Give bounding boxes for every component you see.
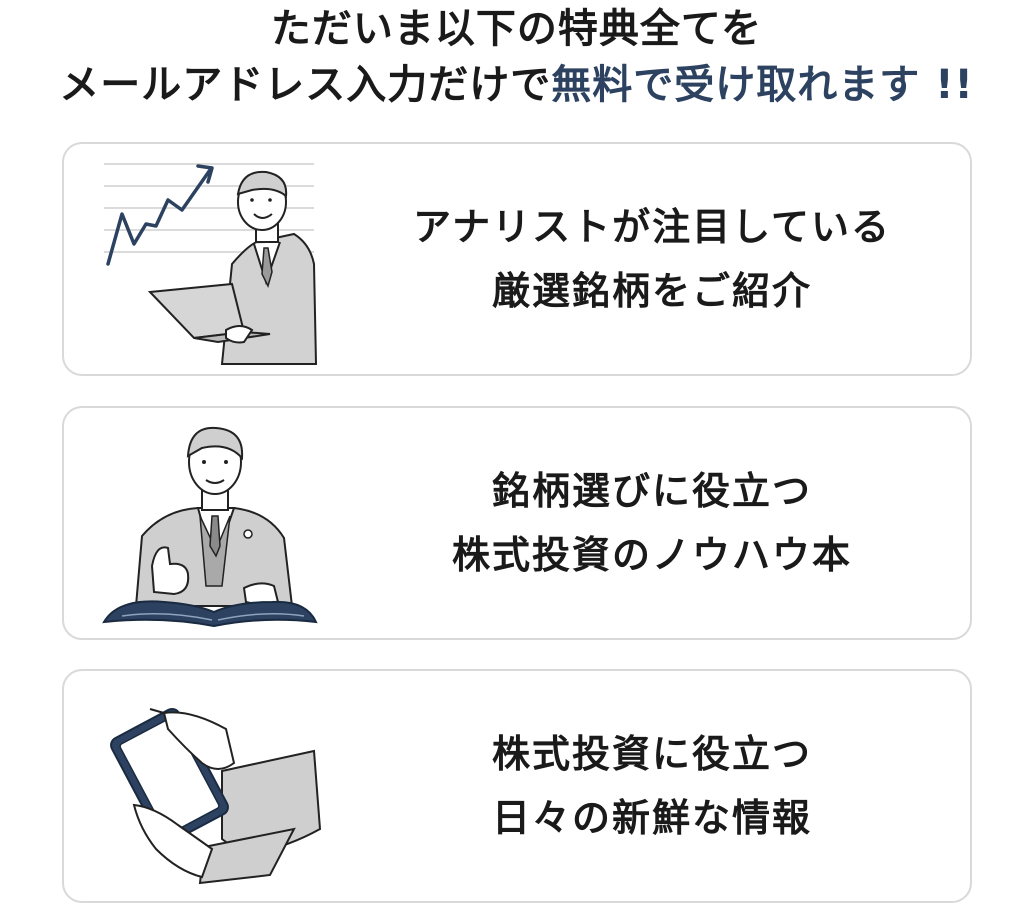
benefit-line-2: 株式投資のノウハウ本 — [451, 533, 852, 577]
benefit-line-2: 厳選銘柄をご紹介 — [491, 269, 812, 313]
benefit-card-analyst-picks: アナリストが注目している 厳選銘柄をご紹介 — [62, 142, 972, 376]
benefit-card-daily-info: 株式投資に役立つ 日々の新鮮な情報 — [62, 669, 972, 903]
benefit-line-1: 銘柄選びに役立つ — [491, 469, 812, 513]
headline-line-2-plain: メールアドレス入力だけで — [59, 62, 552, 108]
benefit-text: アナリストが注目している 厳選銘柄をご紹介 — [344, 144, 960, 374]
hands-tablet-illustration — [110, 707, 322, 885]
benefit-text: 株式投資に役立つ 日々の新鮮な情報 — [344, 671, 960, 901]
benefit-line-1: 株式投資に役立つ — [491, 732, 812, 776]
benefit-line-2: 日々の新鮮な情報 — [491, 796, 812, 840]
headline-line-2-accent: 無料で受け取れます !! — [551, 62, 974, 108]
headline-line-2: メールアドレス入力だけで無料で受け取れます !! — [0, 56, 1033, 114]
benefit-card-howto-book: 銘柄選びに役立つ 株式投資のノウハウ本 — [62, 406, 972, 640]
businessman-thumbs-up-book-illustration — [102, 426, 318, 628]
benefit-text: 銘柄選びに役立つ 株式投資のノウハウ本 — [344, 408, 960, 638]
headline-line-1: ただいま以下の特典全てを — [270, 6, 763, 52]
benefit-line-1: アナリストが注目している — [412, 205, 892, 249]
analyst-laptop-chart-illustration — [104, 163, 318, 365]
headline: ただいま以下の特典全てを メールアドレス入力だけで無料で受け取れます !! — [0, 0, 1033, 114]
